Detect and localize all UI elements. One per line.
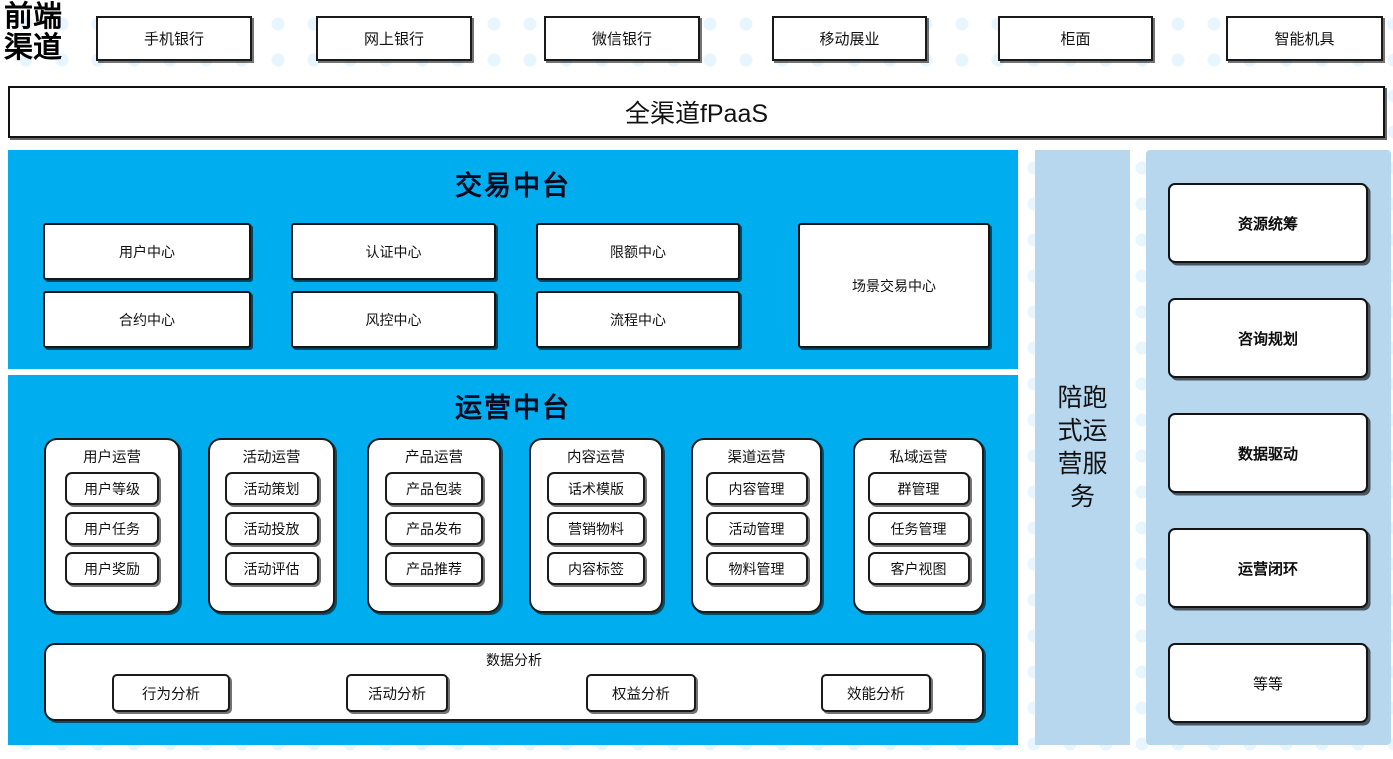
data-analysis-container[interactable]: 数据分析 行为分析 活动分析 权益分析 效能分析 [44, 643, 984, 721]
operation-center-panel: 运营中台 用户运营 用户等级 用户任务 用户奖励 活动运营 活动策划 活动投放 … [8, 375, 1018, 745]
da-card-campaign-analysis[interactable]: 活动分析 [346, 674, 448, 712]
sidebar-card-operation-closed-loop[interactable]: 运营闭环 [1168, 528, 1368, 608]
sidebar-card-consulting-planning[interactable]: 咨询规划 [1168, 298, 1368, 378]
op-column-product-operation[interactable]: 产品运营 产品包装 产品发布 产品推荐 [367, 438, 501, 613]
sidebar-card-data-driven[interactable]: 数据驱动 [1168, 413, 1368, 493]
op-column-title: 活动运营 [242, 450, 301, 466]
op-column-channel-operation[interactable]: 渠道运营 内容管理 活动管理 物料管理 [691, 438, 822, 613]
accompanying-operation-service-column[interactable]: 陪跑式运营服务 [1035, 150, 1130, 745]
op-item[interactable]: 活动投放 [224, 512, 319, 545]
frontend-channel-label: 前端渠道 [4, 1, 63, 64]
op-column-title: 渠道运营 [727, 450, 786, 466]
da-card-efficiency-analysis[interactable]: 效能分析 [821, 674, 931, 712]
op-column-content-operation[interactable]: 内容运营 话术模版 营销物料 内容标签 [529, 438, 663, 613]
op-column-title: 产品运营 [405, 450, 463, 466]
op-item[interactable]: 产品推荐 [385, 552, 483, 585]
channel-box-internet-bank[interactable]: 网上银行 [316, 16, 472, 61]
data-analysis-title: 数据分析 [486, 652, 542, 668]
op-item[interactable]: 物料管理 [705, 552, 808, 585]
tx-card-risk-center[interactable]: 风控中心 [291, 291, 496, 348]
da-card-benefit-analysis[interactable]: 权益分析 [586, 674, 696, 712]
channel-box-counter[interactable]: 柜面 [998, 16, 1153, 61]
op-item[interactable]: 产品发布 [385, 512, 483, 545]
tx-card-contract-center[interactable]: 合约中心 [43, 291, 251, 348]
op-item[interactable]: 用户奖励 [65, 552, 159, 585]
channel-box-wechat-bank[interactable]: 微信银行 [544, 16, 700, 61]
channel-box-mobile-bank[interactable]: 手机银行 [96, 16, 252, 61]
op-item[interactable]: 任务管理 [867, 512, 970, 545]
op-item[interactable]: 用户任务 [65, 512, 159, 545]
op-item[interactable]: 话术模版 [547, 472, 645, 505]
op-column-campaign-operation[interactable]: 活动运营 活动策划 活动投放 活动评估 [208, 438, 335, 613]
transaction-center-title: 交易中台 [455, 171, 571, 201]
channel-box-smart-machine[interactable]: 智能机具 [1226, 16, 1383, 61]
op-item[interactable]: 产品包装 [385, 472, 483, 505]
op-item[interactable]: 用户等级 [65, 472, 159, 505]
op-item[interactable]: 活动策划 [224, 472, 319, 505]
transaction-center-panel: 交易中台 用户中心 认证中心 限额中心 合约中心 风控中心 流程中心 场景交易中… [8, 150, 1018, 369]
operation-center-title: 运营中台 [455, 393, 571, 423]
op-column-title: 用户运营 [83, 450, 141, 466]
channel-box-mobile-field[interactable]: 移动展业 [772, 16, 927, 61]
op-item[interactable]: 客户视图 [867, 552, 970, 585]
tx-card-limit-center[interactable]: 限额中心 [536, 223, 740, 280]
op-item[interactable]: 内容管理 [705, 472, 808, 505]
op-column-title: 内容运营 [567, 450, 625, 466]
tx-card-process-center[interactable]: 流程中心 [536, 291, 740, 348]
op-item[interactable]: 营销物料 [547, 512, 645, 545]
op-column-private-domain-operation[interactable]: 私域运营 群管理 任务管理 客户视图 [853, 438, 984, 613]
op-item[interactable]: 活动评估 [224, 552, 319, 585]
sidebar-card-resource-coordination[interactable]: 资源统筹 [1168, 183, 1368, 263]
capability-sidebar: 资源统筹 咨询规划 数据驱动 运营闭环 等等 [1146, 150, 1391, 745]
tx-card-user-center[interactable]: 用户中心 [43, 223, 251, 280]
tx-card-scenario-trade-center[interactable]: 场景交易中心 [798, 223, 990, 348]
sidebar-card-etc[interactable]: 等等 [1168, 643, 1368, 723]
op-item[interactable]: 群管理 [867, 472, 970, 505]
op-column-title: 私域运营 [889, 450, 948, 466]
op-item[interactable]: 活动管理 [705, 512, 808, 545]
omnichannel-fpaas-bar[interactable]: 全渠道fPaaS [8, 86, 1385, 138]
op-item[interactable]: 内容标签 [547, 552, 645, 585]
tx-card-auth-center[interactable]: 认证中心 [291, 223, 496, 280]
op-column-user-operation[interactable]: 用户运营 用户等级 用户任务 用户奖励 [44, 438, 180, 613]
service-column-label: 陪跑式运营服务 [1057, 383, 1108, 511]
da-card-behavior-analysis[interactable]: 行为分析 [112, 674, 230, 712]
